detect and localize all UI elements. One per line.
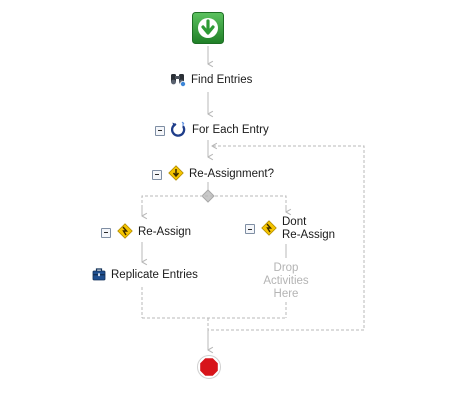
collapse-dont-reassign-toggle[interactable]	[245, 224, 255, 234]
decision-diamond-icon	[261, 220, 277, 239]
binoculars-icon	[170, 71, 186, 90]
decision-diamond-icon	[117, 223, 133, 242]
stop-octagon-icon	[197, 355, 221, 379]
find-entries-label: Find Entries	[191, 74, 253, 86]
find-entries-activity[interactable]: Find Entries	[170, 71, 252, 90]
dont-reassign-label-line2: Re-Assign	[282, 229, 336, 241]
collapse-decision-toggle[interactable]	[152, 169, 162, 180]
for-each-label: For Each Entry	[192, 124, 269, 136]
branch-dont-reassign[interactable]: Dont Re-Assign	[245, 216, 335, 242]
replicate-entries-activity[interactable]: Replicate Entries	[92, 267, 198, 284]
loop-icon	[170, 121, 187, 140]
decision-diamond-icon	[168, 165, 184, 184]
drop-line2: Activities	[263, 275, 309, 287]
collapse-reassign-toggle[interactable]	[101, 227, 111, 238]
drop-line1: Drop	[273, 262, 299, 274]
start-node[interactable]	[192, 12, 224, 44]
for-each-activity[interactable]: For Each Entry	[155, 121, 269, 140]
dont-reassign-label-line1: Dont	[282, 216, 307, 228]
stop-node[interactable]	[197, 355, 221, 379]
branch-reassign[interactable]: Re-Assign	[101, 223, 191, 242]
loop-back-line	[207, 146, 365, 331]
drop-activities-placeholder[interactable]: Drop Activities Here	[262, 262, 310, 301]
replicate-entries-label: Replicate Entries	[111, 269, 198, 281]
reassign-label: Re-Assign	[138, 226, 192, 238]
decision-label: Re-Assignment?	[189, 168, 275, 180]
dont-reassign-label-group: Dont Re-Assign	[282, 216, 335, 242]
toolbox-icon	[92, 267, 106, 284]
start-arrow-icon	[192, 12, 224, 44]
decision-activity[interactable]: Re-Assignment?	[152, 165, 274, 184]
branch-split-lines	[141, 195, 287, 208]
collapse-for-each-toggle[interactable]	[155, 125, 165, 136]
drop-line3: Here	[273, 288, 299, 300]
